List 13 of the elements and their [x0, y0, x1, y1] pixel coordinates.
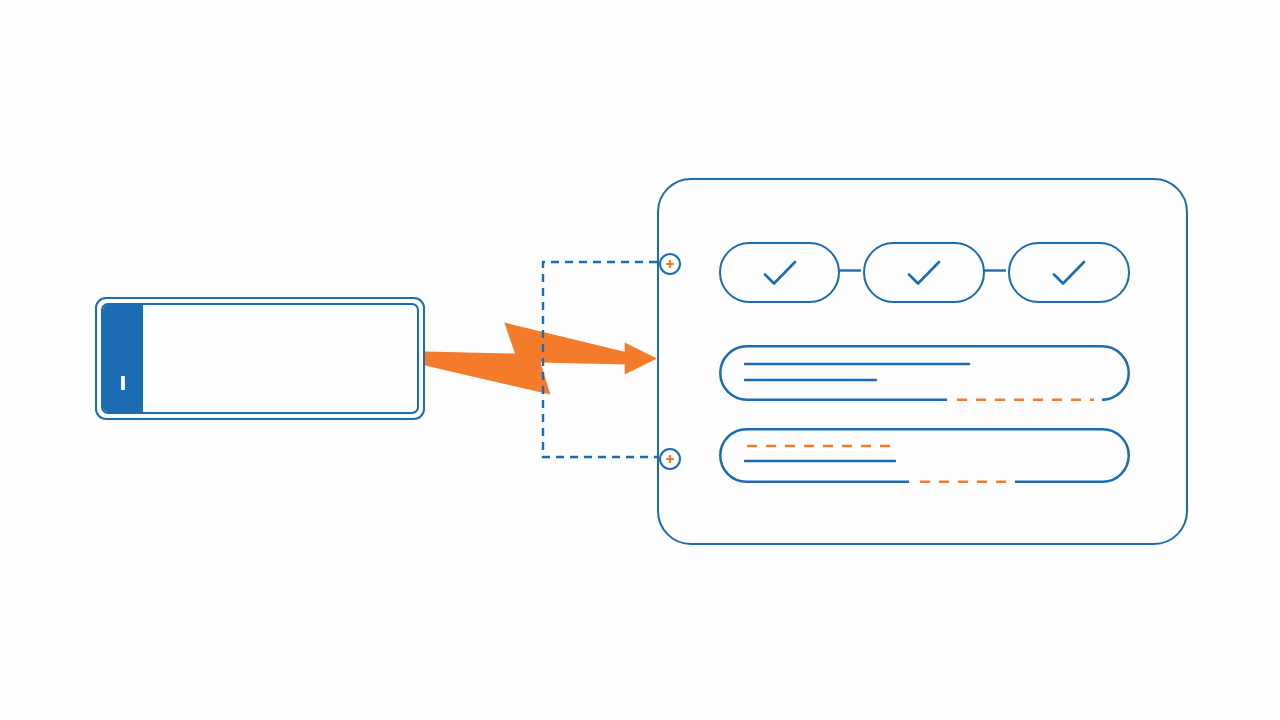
- country-code: I: [119, 373, 127, 393]
- connector-port: [659, 448, 681, 470]
- text-card: [719, 345, 1130, 401]
- license-plate: [95, 297, 425, 420]
- dashed-connector: [541, 260, 657, 459]
- step-pill: [863, 242, 985, 303]
- panel: [657, 178, 1188, 545]
- text-card: [719, 428, 1130, 483]
- connector-line: [983, 269, 1006, 272]
- connector-port: [659, 253, 681, 275]
- connector-line: [838, 269, 861, 272]
- step-pill: [719, 242, 840, 303]
- step-pill: [1008, 242, 1130, 303]
